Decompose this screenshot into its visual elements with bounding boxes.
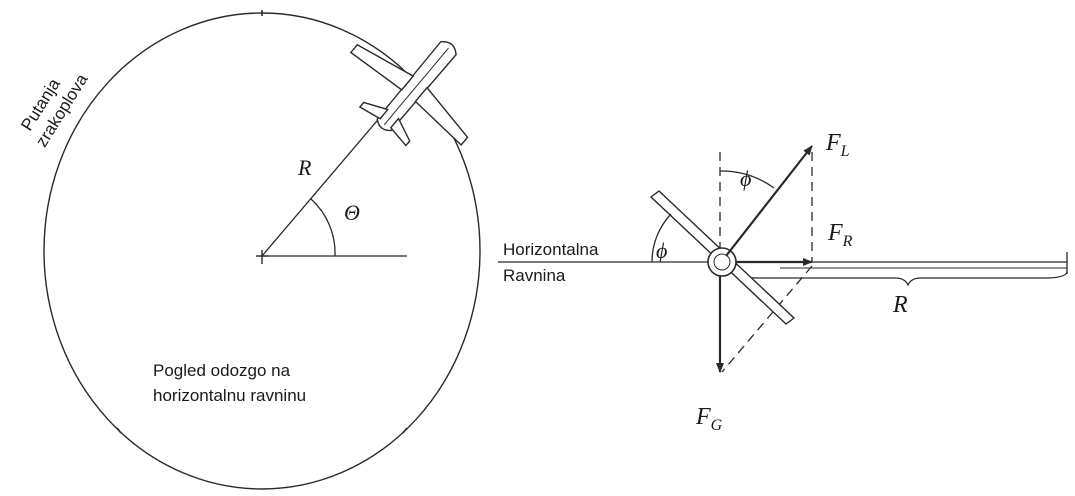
radial-force-label: FR — [827, 220, 853, 250]
lift-vector — [725, 145, 813, 257]
theta-label: Θ — [344, 200, 360, 225]
radius-brace — [735, 270, 1068, 287]
plane-label-line1: Horizontalna — [503, 240, 599, 259]
force-diagram: FL FR FG ϕ ϕ Horizontalna Ravnina R — [498, 130, 1068, 434]
fuselage-inner — [713, 253, 731, 271]
path-ticks — [116, 10, 408, 434]
center-mark — [256, 250, 268, 264]
radius-label-left: R — [297, 155, 312, 180]
phi-arc-left — [651, 213, 672, 263]
phi-label-top: ϕ — [740, 166, 751, 191]
caption-line2: horizontalnu ravninu — [153, 386, 306, 405]
radius-label-right: R — [892, 292, 908, 318]
dashed-diagonal — [721, 265, 813, 373]
phi-arc-top — [719, 170, 775, 189]
theta-arc — [310, 198, 336, 257]
airplane-icon — [349, 40, 469, 147]
top-view-diagram: R Θ Putanja zrakoplova Pogled odozgo na … — [17, 10, 481, 490]
flight-path-label: Putanja zrakoplova — [17, 70, 92, 150]
lift-label: FL — [825, 130, 850, 160]
caption-line1: Pogled odozgo na — [153, 361, 291, 380]
plane-label-line2: Ravnina — [503, 266, 566, 285]
fuselage-circle — [707, 247, 737, 277]
phi-label-left: ϕ — [656, 238, 667, 263]
weight-label: FG — [695, 404, 723, 434]
